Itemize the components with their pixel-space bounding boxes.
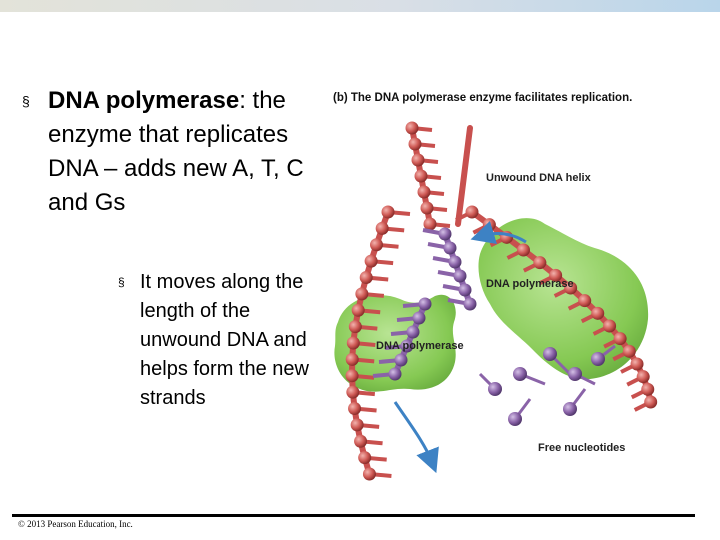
free-nucleotide <box>488 382 502 396</box>
label-unwound-dna-helix: Unwound DNA helix <box>486 172 591 184</box>
figure-caption: (b) The DNA polymerase enzyme facilitate… <box>333 92 633 104</box>
footer-rule <box>12 514 695 517</box>
new-base-left-ball <box>394 353 408 367</box>
right-base-ball <box>622 344 636 358</box>
free-nucleotide <box>563 402 577 416</box>
free-nucleotide <box>543 347 557 361</box>
label-free-nucleotides: Free nucleotides <box>538 442 626 454</box>
new-base-left-ball <box>406 325 420 339</box>
right-base-ball <box>630 357 644 371</box>
free-nucleotides-group <box>478 344 616 426</box>
upper-base-pair-ball <box>420 201 434 215</box>
new-base-right-ball <box>458 283 472 297</box>
right-base-ball <box>636 370 650 384</box>
free-nucleotide <box>568 367 582 381</box>
left-base-ball <box>354 434 368 448</box>
dna-replication-figure: (b) The DNA polymerase enzyme facilitate… <box>330 84 710 494</box>
left-base-ball <box>364 254 378 268</box>
right-base-ball <box>641 382 655 396</box>
upper-base-pair-ball <box>411 153 425 167</box>
dna-polymerase-right-blob <box>478 218 649 380</box>
left-base-ball <box>358 451 372 465</box>
top-decorative-band <box>0 0 720 12</box>
left-base-ball <box>346 385 360 399</box>
right-base-ball <box>549 268 563 282</box>
right-base-ball <box>533 256 547 270</box>
upper-strand-right <box>455 125 473 227</box>
new-base-right-ball <box>448 255 462 269</box>
main-bullet-definition: : the enzyme that replicates DNA – adds … <box>48 87 304 216</box>
sub-bullet-text: It moves along the length of the unwound… <box>140 271 309 409</box>
upper-base-pair-ball <box>423 217 437 231</box>
right-base-ball <box>591 306 605 320</box>
dna-helix-group <box>345 121 658 481</box>
left-base-ball <box>345 352 359 366</box>
new-base-right-ball <box>463 297 477 311</box>
copyright-text: © 2013 Pearson Education, Inc. <box>18 519 133 529</box>
free-nucleotide <box>591 352 605 366</box>
right-base-ball <box>578 294 592 308</box>
left-base-ball <box>348 320 362 334</box>
left-base-ball <box>381 205 395 219</box>
direction-arrow-bottom <box>393 401 439 474</box>
right-base-ball <box>644 395 658 409</box>
label-dna-polymerase-right: DNA polymerase <box>486 278 574 290</box>
left-base-ball <box>359 271 373 284</box>
left-base-ball <box>348 402 362 415</box>
left-base-ball <box>345 369 359 383</box>
upper-base-pair-ball <box>417 185 431 199</box>
right-base-ball <box>603 319 617 333</box>
right-base-ball <box>613 332 627 346</box>
left-base-ball <box>370 238 384 252</box>
direction-arrow-top <box>470 221 527 244</box>
right-base-ball <box>465 205 479 219</box>
new-base-left-ball <box>412 311 426 325</box>
right-base-ball <box>564 281 578 295</box>
bullet-marker: § <box>22 93 30 109</box>
sub-bullet-marker: § <box>118 275 125 289</box>
left-base-ball <box>375 221 389 235</box>
free-nucleotide <box>513 367 527 381</box>
left-base-ball <box>351 303 365 317</box>
left-base-ball <box>350 418 364 432</box>
right-base-ball <box>482 218 496 232</box>
left-base-ball <box>362 467 376 481</box>
new-base-right-ball <box>438 227 452 241</box>
free-nucleotide <box>508 412 522 426</box>
new-base-right-ball <box>443 241 457 255</box>
dna-diagram <box>334 121 658 481</box>
right-outer-strand <box>469 209 654 405</box>
new-base-left-ball <box>418 297 432 311</box>
left-base-ball <box>346 336 360 350</box>
upper-base-pair-ball <box>405 121 419 135</box>
label-dna-polymerase-left: DNA polymerase <box>376 340 464 352</box>
term-dna-polymerase: DNA polymerase <box>48 87 240 114</box>
upper-base-pair-ball <box>408 137 422 151</box>
upper-base-pair-ball <box>414 169 428 183</box>
new-base-left-ball <box>400 339 414 353</box>
main-bullet-text: DNA polymerase: the enzyme that replicat… <box>48 84 338 220</box>
right-base-ball <box>516 243 530 257</box>
new-base-right-ball <box>453 269 467 283</box>
left-base-ball <box>355 287 369 301</box>
new-base-left-ball <box>388 367 402 381</box>
